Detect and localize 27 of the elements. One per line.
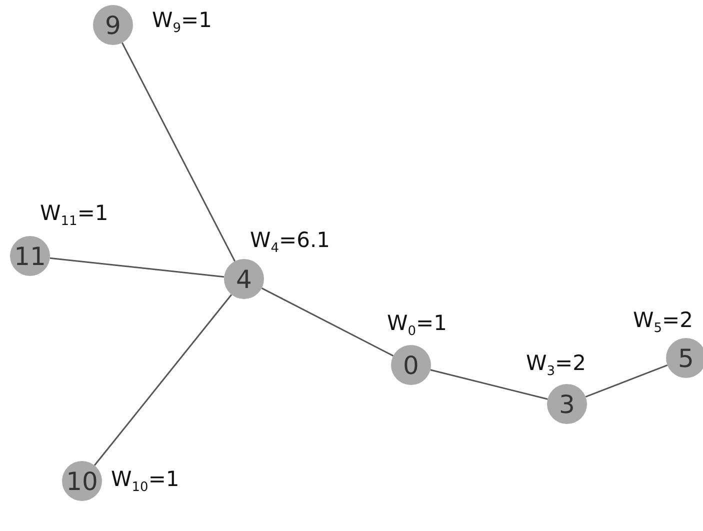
- graph-node-circle: [93, 5, 133, 45]
- weight-label: W$_{4}$=6.1: [250, 230, 330, 256]
- weight-label: W$_{10}$=1: [111, 469, 180, 494]
- graph-node-circle: [224, 259, 264, 299]
- edge-line: [430, 369, 548, 400]
- node-number: 9: [105, 12, 121, 38]
- edge-line: [585, 364, 668, 398]
- node-number: 10: [66, 468, 98, 494]
- graph-node-circle: [10, 236, 50, 276]
- weight-label: W$_{9}$=1: [152, 10, 212, 36]
- graph-node-circle: [391, 345, 431, 385]
- weight-label: W$_{0}$=1: [387, 313, 448, 338]
- graph-node-circle: [666, 338, 703, 378]
- node-number: 5: [678, 346, 694, 370]
- weight-label: W$_{11}$=1: [40, 203, 108, 228]
- node-number: 4: [236, 266, 252, 292]
- weight-label: W$_{5}$=2: [633, 310, 694, 336]
- node-number: 3: [559, 392, 575, 416]
- weight-label: W$_{3}$=2: [526, 353, 586, 378]
- edge-line: [50, 257, 224, 278]
- node-number: 11: [14, 244, 46, 268]
- graph-node-circle: [62, 461, 102, 501]
- graph-node-circle: [547, 384, 587, 424]
- edge-line: [261, 287, 394, 357]
- edge-line: [122, 42, 236, 262]
- node-number: 0: [403, 352, 419, 378]
- edge-line: [94, 294, 232, 466]
